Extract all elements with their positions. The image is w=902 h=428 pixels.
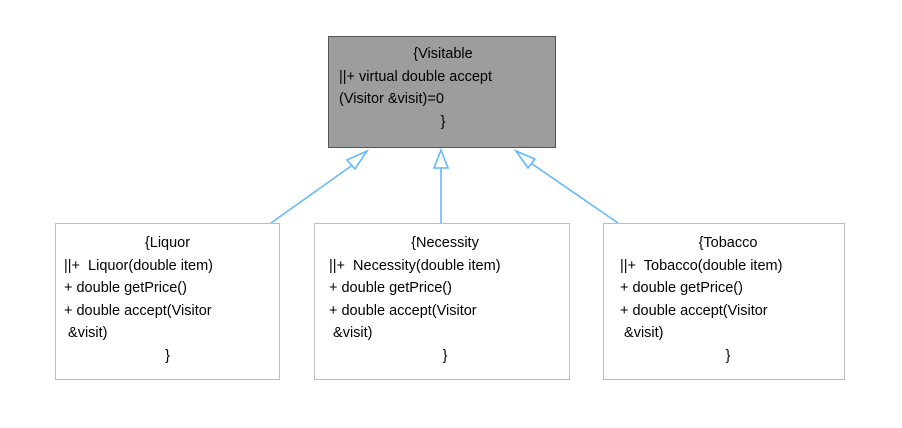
class-member: ||+ Necessity(double item): [329, 257, 501, 274]
class-close-brace: }: [440, 113, 446, 130]
class-name: {Liquor: [144, 235, 191, 251]
class-name: {Visitable: [413, 46, 473, 62]
class-member: (Visitor &visit)=0: [339, 91, 444, 107]
class-close-brace: }: [165, 347, 170, 364]
class-member: + double accept(Visitor: [329, 302, 477, 319]
class-member: &visit): [329, 325, 373, 341]
class-name: {Tobacco: [698, 235, 758, 251]
class-member: + double getPrice(): [64, 280, 187, 296]
edge-necessity-to-visitable: [432, 147, 450, 223]
class-node-tobacco[interactable]: {Tobacco ||+ Tobacco(double item) + doub…: [603, 223, 845, 380]
inheritance-arrowhead: [513, 149, 537, 170]
inheritance-arrowhead: [432, 147, 450, 169]
inheritance-arrowhead: [345, 149, 370, 171]
class-member: + double getPrice(): [620, 280, 743, 296]
class-member: + double getPrice(): [329, 280, 452, 296]
class-close-brace: }: [442, 347, 448, 364]
class-member: &visit): [64, 325, 108, 341]
class-member: ||+ Tobacco(double item): [620, 257, 783, 274]
edge-tobacco-to-visitable: [513, 149, 619, 224]
class-name: {Necessity: [411, 235, 479, 251]
class-node-necessity[interactable]: {Necessity ||+ Necessity(double item) + …: [314, 223, 570, 380]
class-member: &visit): [620, 325, 664, 341]
class-node-liquor[interactable]: {Liquor ||+ Liquor(double item) + double…: [55, 223, 280, 380]
edge-liquor-to-visitable: [270, 149, 370, 224]
class-close-brace: }: [725, 347, 731, 364]
class-member: ||+ virtual double accept: [339, 68, 493, 85]
class-member: + double accept(Visitor: [64, 302, 212, 319]
class-member: + double accept(Visitor: [620, 302, 768, 319]
class-node-visitable[interactable]: {Visitable ||+ virtual double accept (Vi…: [328, 36, 556, 148]
class-member: ||+ Liquor(double item): [64, 257, 213, 274]
